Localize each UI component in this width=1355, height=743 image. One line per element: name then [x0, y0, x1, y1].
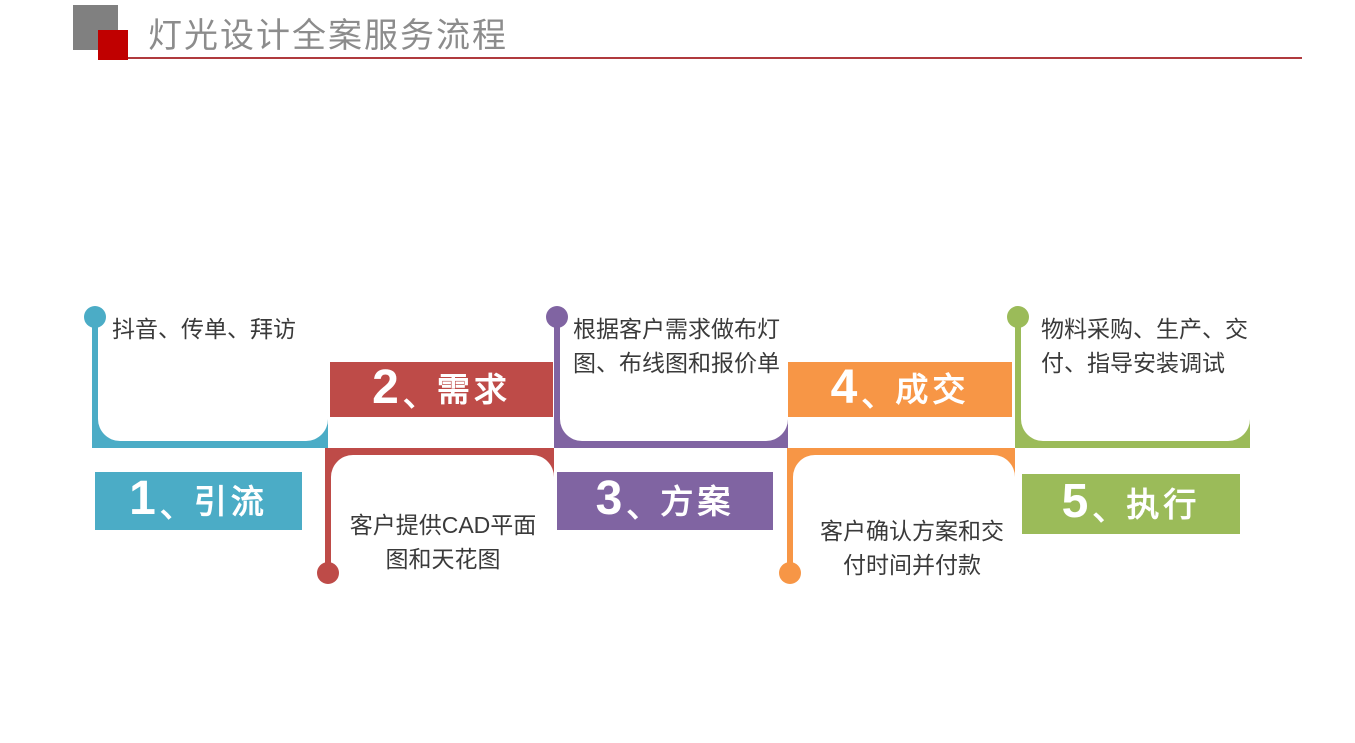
- step-2-description: 客户提供CAD平面 图和天花图: [332, 508, 554, 576]
- step-5-number: 5: [1061, 475, 1089, 528]
- step-5-label-box: 5 、 执行: [1022, 474, 1240, 534]
- step-1-connector: [84, 306, 328, 448]
- step-3-description-line: 根据客户需求做布灯: [573, 316, 780, 342]
- step-4-name: 成交: [895, 371, 970, 408]
- slide-title: 灯光设计全案服务流程: [148, 17, 508, 55]
- step-5-dot: [1007, 306, 1029, 328]
- step-5-description-line: 物料采购、生产、交: [1041, 316, 1248, 342]
- step-3-number: 3: [595, 472, 623, 525]
- step-3-separator: 、: [626, 488, 659, 524]
- step-1-number: 1: [129, 472, 156, 525]
- step-5-connector: [1007, 306, 1250, 448]
- step-1-label-box: 1 、 引流: [95, 472, 302, 530]
- step-4-separator: 、: [861, 376, 894, 413]
- step-1-name: 引流: [193, 482, 268, 520]
- step-5-description: 物料采购、生产、交 付、指导安装调试: [1041, 312, 1248, 380]
- step-2-description-line: 图和天花图: [385, 546, 501, 572]
- step-3-dot: [546, 306, 568, 328]
- step-2-label-box: 2 、 需求: [330, 362, 553, 417]
- step-3-connector: [546, 306, 788, 448]
- step-4-description: 客户确认方案和交 付时间并付款: [801, 514, 1023, 582]
- step-4-connector: [779, 448, 1015, 584]
- step-2-name: 需求: [436, 371, 511, 408]
- step-4-label-box: 4 、 成交: [788, 362, 1012, 417]
- step-4-description-line: 客户确认方案和交: [820, 518, 1004, 544]
- step-3-description: 根据客户需求做布灯 图、布线图和报价单: [573, 312, 780, 380]
- step-1-description-line: 抖音、传单、拜访: [112, 316, 296, 342]
- step-5-description-line: 付、指导安装调试: [1041, 350, 1225, 376]
- step-1-separator: 、: [159, 488, 192, 524]
- step-2-description-line: 客户提供CAD平面: [349, 512, 537, 538]
- title-underline: [98, 57, 1302, 59]
- step-2-connector: [317, 448, 554, 584]
- red-square-decoration: [98, 30, 128, 60]
- step-5-separator: 、: [1092, 491, 1125, 527]
- step-3-label-box: 3 、 方案: [557, 472, 773, 530]
- step-4-number: 4: [830, 360, 858, 414]
- step-2-dot: [317, 562, 339, 584]
- step-2-number: 2: [372, 360, 399, 414]
- step-4-description-line: 付时间并付款: [843, 552, 981, 578]
- step-3-name: 方案: [660, 482, 735, 520]
- step-5-name: 执行: [1126, 485, 1201, 523]
- step-2-separator: 、: [402, 376, 435, 413]
- step-1-dot: [84, 306, 106, 328]
- step-4-dot: [779, 562, 801, 584]
- step-3-description-line: 图、布线图和报价单: [573, 350, 780, 376]
- step-1-description: 抖音、传单、拜访: [112, 312, 296, 346]
